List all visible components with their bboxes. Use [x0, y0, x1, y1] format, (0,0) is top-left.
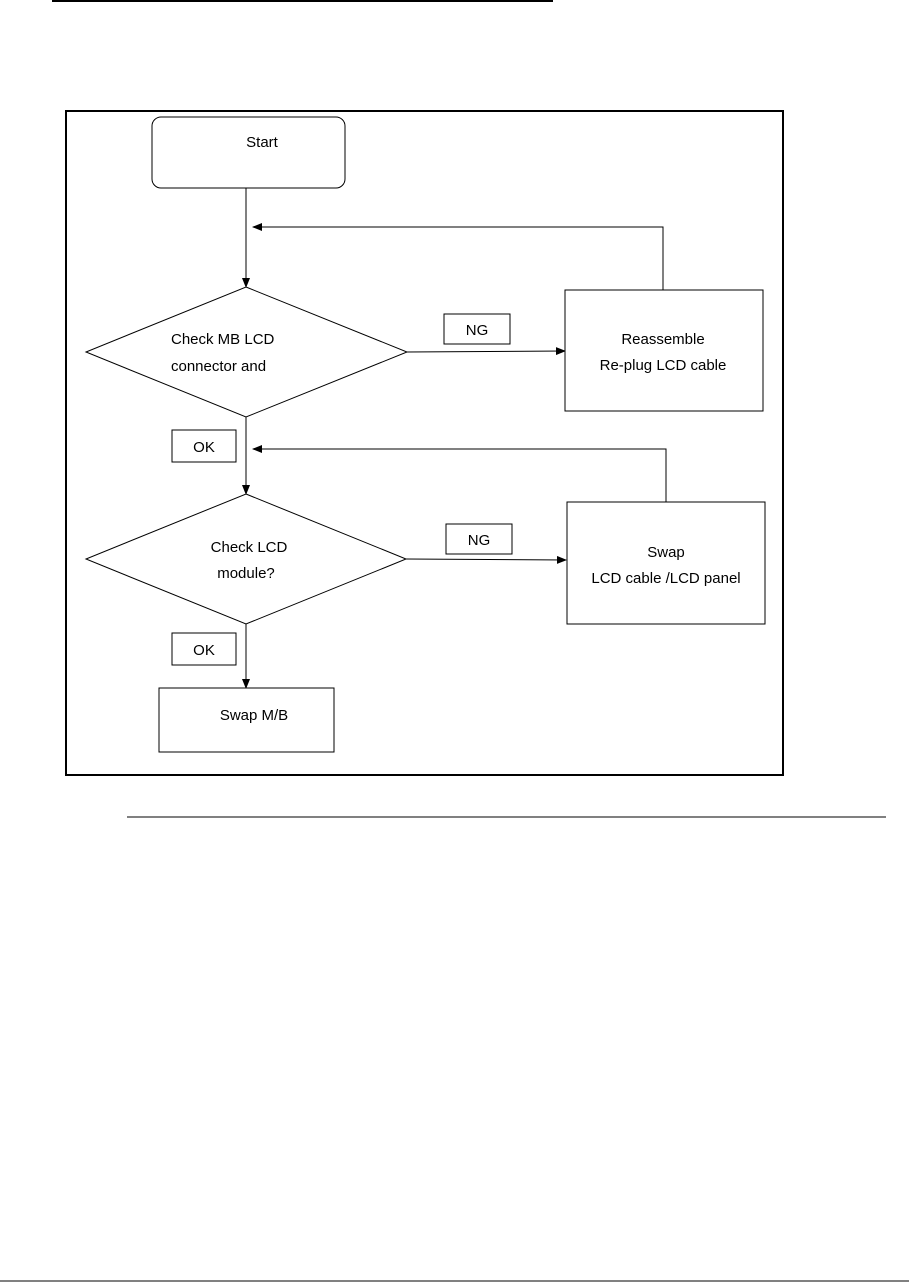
- swap-cable-line-2: LCD cable /LCD panel: [591, 570, 740, 587]
- ng-label-2: NG: [445, 523, 513, 555]
- decision-1-line-1: Check MB LCD: [171, 331, 275, 348]
- diagram-frame: [65, 110, 784, 776]
- connectors: [242, 188, 667, 689]
- arrow-reassemble-loop-back: [252, 223, 664, 290]
- ng-label-2-text: NG: [468, 532, 491, 549]
- reassemble-line-1: Reassemble: [621, 331, 704, 348]
- swap-cable-line-1: Swap: [647, 544, 685, 561]
- decision-check-mb-lcd-connector: Check MB LCD connector and: [84, 286, 409, 418]
- start-label: Start: [246, 134, 279, 151]
- decision-2-line-1: Check LCD: [211, 539, 288, 556]
- action-reassemble: Reassemble Re-plug LCD cable: [564, 289, 764, 412]
- ng-label-1-text: NG: [466, 322, 489, 339]
- arrow-decision-1-to-reassemble: [406, 347, 566, 356]
- ok-label-2-text: OK: [193, 642, 215, 659]
- ng-label-1: NG: [443, 313, 511, 345]
- ok-label-1-text: OK: [193, 439, 215, 456]
- action-swap-lcd-cable-panel: Swap LCD cable /LCD panel: [566, 501, 766, 625]
- swap-mb-label: Swap M/B: [220, 707, 288, 724]
- reassemble-line-2: Re-plug LCD cable: [600, 357, 727, 374]
- start-node: Start: [151, 116, 346, 189]
- ok-label-2: OK: [171, 632, 237, 666]
- arrow-decision-2-to-swap-cable: [405, 555, 567, 564]
- decision-1-line-2: connector and: [171, 358, 266, 375]
- ok-label-1: OK: [171, 429, 237, 463]
- decision-2-line-2: module?: [217, 565, 275, 582]
- arrow-swap-cable-loop-back: [252, 445, 667, 502]
- action-swap-mb: Swap M/B: [158, 687, 335, 753]
- decision-check-lcd-module: Check LCD module?: [84, 493, 408, 625]
